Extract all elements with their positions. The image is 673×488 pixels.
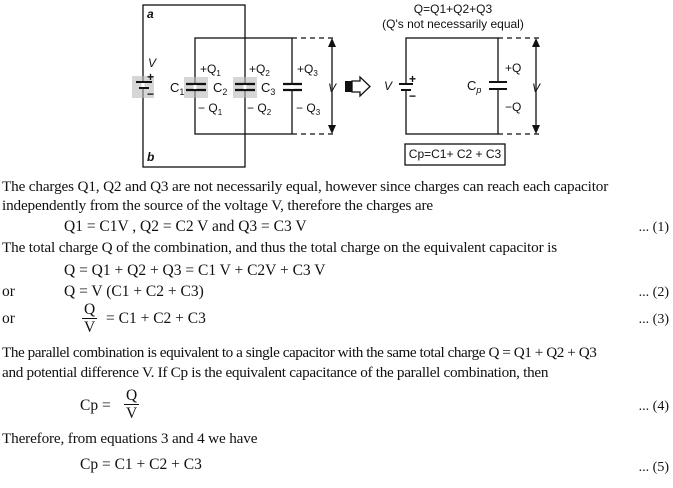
paragraph-1-line-1: The charges Q1, Q2 and Q3 are not necess… (2, 178, 609, 195)
equation-5: Cp = C1 + C2 + C3 (80, 456, 202, 473)
formula-box (404, 143, 506, 166)
equivalent-battery-minus: − (409, 89, 416, 103)
across-voltage-right: V (532, 81, 541, 95)
paragraph-2: The total charge Q of the combination, a… (2, 239, 557, 256)
q1-plus-label: +Q1 (200, 62, 221, 78)
equivalent-battery-plus: + (409, 72, 416, 86)
equivalent-subtitle: (Q's not necessarily equal) (382, 17, 524, 31)
battery-minus: − (147, 87, 154, 101)
c1-label: C1 (170, 80, 184, 97)
paragraph-3-line-1: The parallel combination is equivalent t… (2, 344, 597, 361)
paragraph-3-line-2: and potential difference V. If Cp is the… (2, 364, 549, 381)
c2-label: C2 (213, 80, 227, 97)
equation-2-number: ... (2) (638, 285, 669, 300)
equation-4-lhs: Cp = (80, 397, 111, 414)
equation-2b: Q = V (C1 + C2 + C3) (64, 283, 204, 300)
across-voltage-left: V (328, 81, 337, 95)
equation-3-number: ... (3) (638, 312, 669, 327)
fraction-numerator: Q (124, 387, 140, 405)
node-b-label: b (147, 150, 154, 164)
q2-minus-label: − Q2 (247, 101, 272, 117)
cp-plus-charge: +Q (505, 61, 521, 75)
formula-box-text: Cp=C1+ C2 + C3 (408, 147, 502, 161)
fraction-numerator: Q (82, 301, 98, 319)
equation-5-number: ... (5) (638, 460, 669, 475)
equation-3-fraction: Q V (82, 301, 98, 336)
equation-1: Q1 = C1V , Q2 = C2 V and Q3 = C3 V (64, 218, 307, 235)
equation-2a: Q = Q1 + Q2 + Q3 = C1 V + C2V + C3 V (64, 262, 326, 279)
equation-1-number: ... (1) (638, 220, 669, 235)
node-a-label: a (147, 7, 154, 21)
paragraph-1-line-2: independently from the source of the vol… (2, 197, 434, 214)
source-voltage-label: V (148, 56, 157, 70)
paragraph-4: Therefore, from equations 3 and 4 we hav… (2, 430, 258, 447)
equation-4-number: ... (4) (638, 399, 669, 414)
q3-plus-label: +Q3 (297, 62, 318, 78)
right-arrow-icon (345, 75, 371, 98)
parallel-capacitor-diagram: a b V + − C1 C2 C3 +Q1 +Q2 +Q3 − Q1 − Q2… (132, 4, 541, 168)
fraction-denominator: V (84, 319, 96, 336)
equation-4-fraction: Q V (124, 387, 140, 422)
q1-minus-label: − Q1 (198, 101, 223, 117)
equivalent-title: Q=Q1+Q2+Q3 (413, 2, 493, 16)
q3-minus-label: − Q3 (296, 101, 321, 117)
battery-plus: + (147, 70, 154, 84)
or-label-1: or (2, 283, 15, 300)
equivalent-circuit-loop (405, 37, 499, 135)
q2-plus-label: +Q2 (249, 62, 270, 78)
or-label-2: or (2, 310, 15, 327)
c3-label: C3 (261, 80, 275, 97)
cp-label: Cp (467, 78, 481, 95)
equivalent-source-voltage: V (384, 79, 393, 93)
fraction-denominator: V (126, 405, 138, 422)
equation-3-rhs: = C1 + C2 + C3 (106, 310, 206, 327)
cp-minus-charge: −Q (505, 100, 521, 114)
